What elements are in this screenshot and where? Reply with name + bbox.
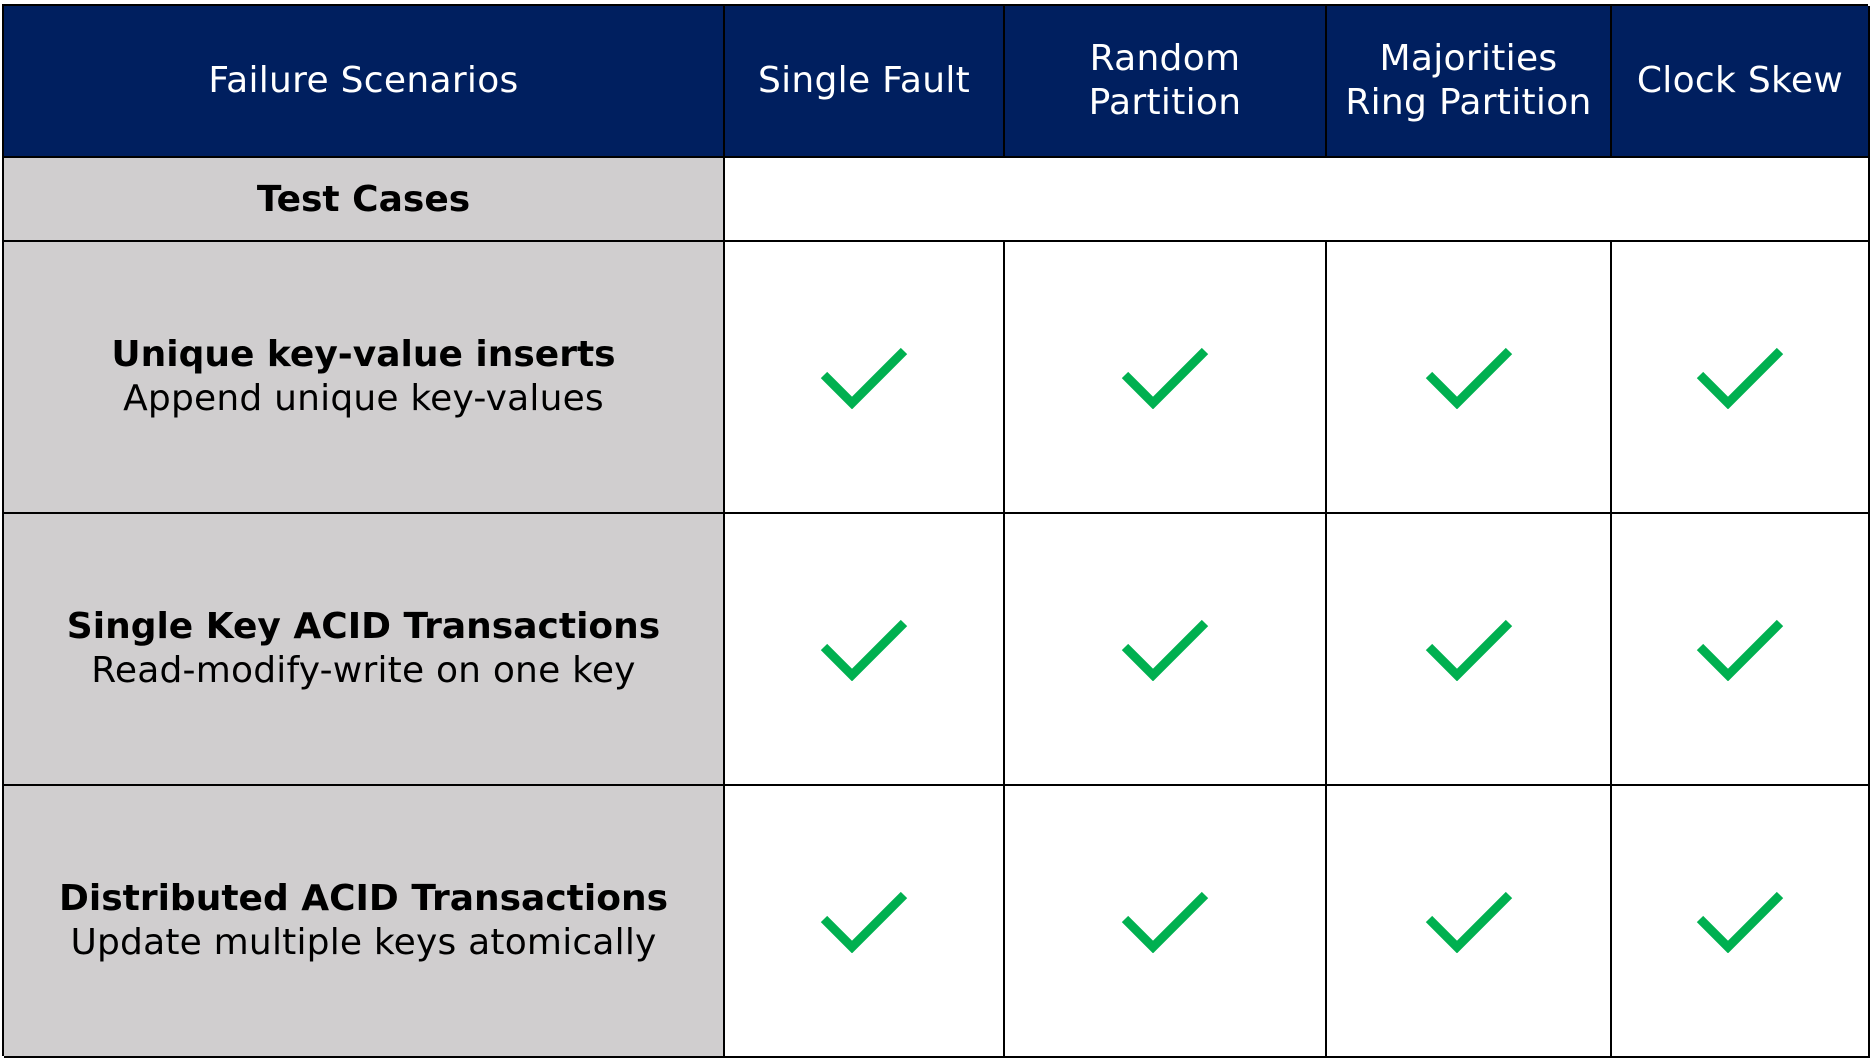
result-cell <box>725 514 1005 786</box>
checkmark-icon <box>1121 347 1209 409</box>
test-cases-label: Test Cases <box>4 158 725 242</box>
checkmark-icon <box>820 347 908 409</box>
result-cell <box>1612 242 1870 514</box>
failure-scenario-table: Failure Scenarios Single Fault Random Pa… <box>2 4 1870 1058</box>
row-label-single-key-acid: Single Key ACID Transactions Read-modify… <box>4 514 725 786</box>
checkmark-icon <box>1696 891 1784 953</box>
result-cell <box>1327 242 1612 514</box>
checkmark-icon <box>1696 347 1784 409</box>
row-label-unique-inserts: Unique key-value inserts Append unique k… <box>4 242 725 514</box>
row-description: Update multiple keys atomically <box>70 922 657 963</box>
row-title: Distributed ACID Transactions <box>58 878 669 919</box>
checkmark-icon <box>1425 619 1512 681</box>
header-random-partition: Random Partition <box>1005 6 1327 158</box>
result-cell <box>725 242 1005 514</box>
checkmark-icon <box>1425 347 1512 409</box>
result-cell <box>1005 786 1327 1058</box>
result-cell <box>1612 514 1870 786</box>
row-description: Read-modify-write on one key <box>91 650 636 691</box>
checkmark-icon <box>820 891 908 953</box>
result-cell <box>725 786 1005 1058</box>
result-cell <box>1005 514 1327 786</box>
header-failure-scenarios: Failure Scenarios <box>4 6 725 158</box>
header-single-fault: Single Fault <box>725 6 1005 158</box>
result-cell <box>1612 786 1870 1058</box>
checkmark-icon <box>1696 619 1784 681</box>
result-cell <box>1005 242 1327 514</box>
result-cell <box>1327 514 1612 786</box>
checkmark-icon <box>1121 619 1209 681</box>
checkmark-icon <box>820 619 908 681</box>
checkmark-icon <box>1425 891 1512 953</box>
row-title: Unique key-value inserts <box>111 334 616 375</box>
test-cases-spacer <box>725 158 1870 242</box>
header-clock-skew: Clock Skew <box>1612 6 1870 158</box>
row-label-distributed-acid: Distributed ACID Transactions Update mul… <box>4 786 725 1058</box>
row-title: Single Key ACID Transactions <box>66 606 661 647</box>
result-cell <box>1327 786 1612 1058</box>
checkmark-icon <box>1121 891 1209 953</box>
row-description: Append unique key-values <box>123 378 604 419</box>
header-majorities-ring-partition: Majorities Ring Partition <box>1327 6 1612 158</box>
